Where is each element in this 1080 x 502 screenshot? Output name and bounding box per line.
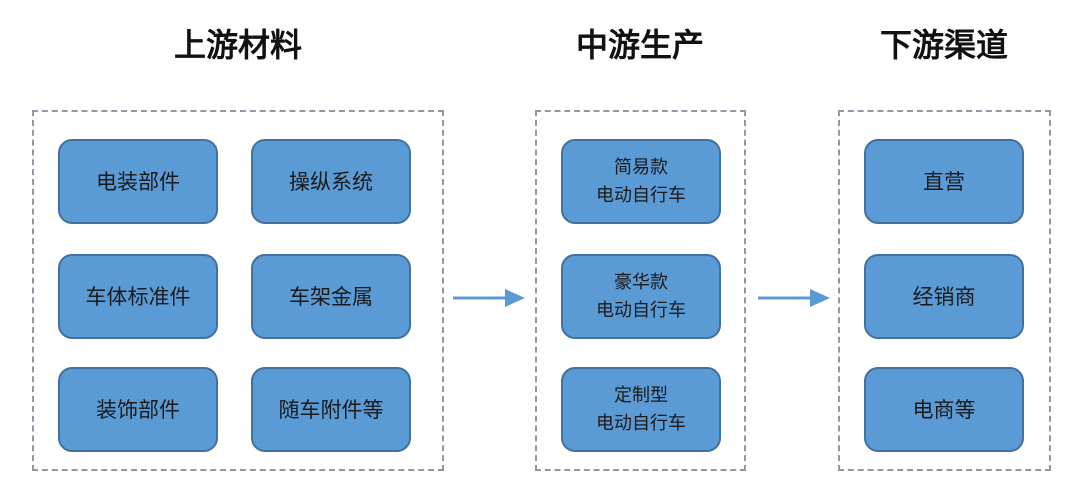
midstream-node: 定制型电动自行车 [561, 367, 721, 452]
node-line: 电动自行车 [596, 412, 686, 434]
arrow-right-icon [758, 289, 830, 307]
downstream-title: 下游渠道 [879, 26, 1008, 64]
arrow-right-icon [453, 289, 525, 307]
node-line: 电动自行车 [596, 299, 686, 321]
upstream-node: 装饰部件 [58, 367, 218, 452]
downstream-node: 直营 [864, 139, 1024, 224]
upstream-group [32, 110, 444, 471]
midstream-group [535, 110, 746, 471]
upstream-node: 电装部件 [58, 139, 218, 224]
upstream-node: 随车附件等 [251, 367, 411, 452]
upstream-node: 车体标准件 [58, 254, 218, 339]
midstream-title: 中游生产 [575, 26, 704, 64]
upstream-title: 上游材料 [173, 26, 302, 64]
downstream-group [838, 110, 1051, 471]
node-line: 豪华款 [614, 271, 668, 293]
downstream-node: 电商等 [864, 367, 1024, 452]
node-line: 定制型 [614, 384, 668, 406]
downstream-node: 经销商 [864, 254, 1024, 339]
node-line: 简易款 [614, 156, 668, 178]
upstream-node: 车架金属 [251, 254, 411, 339]
midstream-node: 简易款电动自行车 [561, 139, 721, 224]
midstream-node: 豪华款电动自行车 [561, 254, 721, 339]
node-line: 电动自行车 [596, 184, 686, 206]
upstream-node: 操纵系统 [251, 139, 411, 224]
